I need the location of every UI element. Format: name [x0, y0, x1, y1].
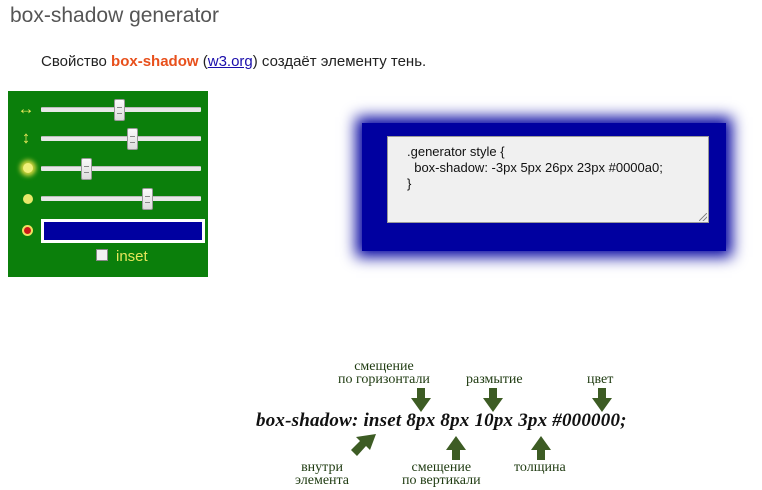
intro-before: Свойство [41, 53, 112, 70]
arrow-diag-inset [351, 434, 376, 456]
inset-checkbox[interactable] [96, 249, 108, 262]
label-color: цвет [587, 372, 614, 387]
vertical-arrows-icon: ↕ [21, 128, 31, 147]
glow-dot-icon [23, 163, 33, 173]
horizontal-arrows-icon: ↔ [17, 99, 35, 118]
inset-toggle[interactable]: inset [96, 247, 148, 267]
inset-label: inset [116, 248, 148, 265]
vertical-offset-slider[interactable] [41, 128, 201, 150]
color-picker[interactable] [41, 219, 205, 243]
w3-link[interactable]: w3.org [207, 53, 253, 70]
spread-row [8, 186, 208, 210]
arrow-up-v-offset [446, 436, 466, 460]
spread-slider[interactable] [41, 188, 201, 210]
blur-thumb[interactable] [80, 158, 92, 180]
horizontal-offset-row: ↔ [8, 97, 208, 121]
arrow-down-color [592, 388, 612, 412]
generator-panel: ↔ ↕ inset [8, 91, 208, 277]
intro-paren-close: ) [252, 53, 258, 70]
code-line: .generator style { [407, 144, 505, 159]
intro-text: Свойство box-shadow (w3.org) создаёт эле… [41, 53, 426, 70]
shadow-preview: .generator style { box-shadow: -3px 5px … [362, 123, 726, 251]
blur-slider[interactable] [41, 158, 201, 180]
intro-after: создаёт элементу тень. [257, 53, 427, 70]
css-code-textarea[interactable]: .generator style { box-shadow: -3px 5px … [387, 136, 709, 223]
spread-thumb[interactable] [141, 188, 153, 210]
dot-icon [23, 194, 33, 204]
color-dot-icon [22, 225, 33, 236]
horizontal-offset-thumb[interactable] [114, 99, 126, 121]
blur-row [8, 156, 208, 180]
code-line: box-shadow: -3px 5px 26px 23px #0000a0; [407, 160, 663, 175]
label-spread: толщина [514, 460, 566, 475]
syntax-line: box-shadow: inset 8px 8px 10px 3px #0000… [256, 410, 627, 431]
arrow-down-blur [483, 388, 503, 412]
resize-handle[interactable] [699, 213, 707, 221]
horizontal-offset-slider[interactable] [41, 99, 201, 121]
code-line: } [407, 176, 412, 191]
property-name: box-shadow [111, 53, 199, 70]
vertical-offset-row: ↕ [8, 126, 208, 150]
arrow-down-h-offset [411, 388, 431, 412]
label-blur: размытие [466, 372, 523, 387]
page-title: box-shadow generator [10, 4, 219, 27]
vertical-offset-thumb[interactable] [127, 128, 139, 150]
intro-paren-open: ( [198, 53, 208, 70]
arrow-up-spread [531, 436, 551, 460]
